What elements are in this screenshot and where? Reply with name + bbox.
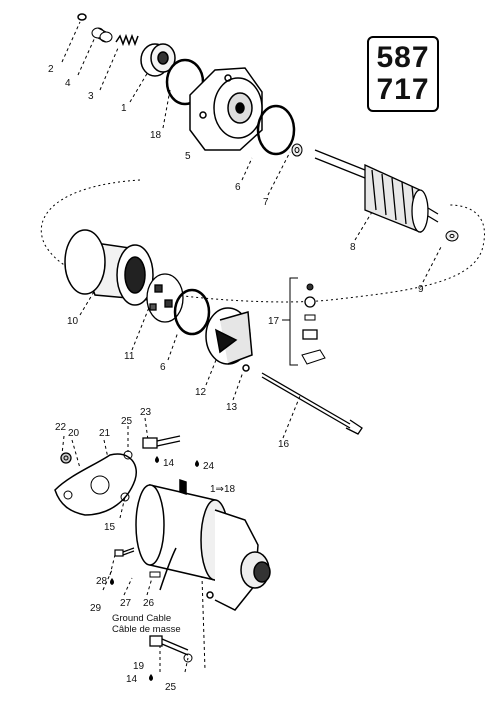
- callout-6-lower: 6: [160, 362, 166, 373]
- callout-25-upper: 25: [121, 416, 133, 427]
- starter-assembly: [135, 478, 271, 611]
- callout-12: 12: [195, 387, 207, 398]
- washer-25-lower: [183, 653, 193, 663]
- callout-22: 22: [55, 422, 67, 433]
- ground-cable-label-fr: Câble de masse: [112, 624, 181, 635]
- pinion-1: [140, 43, 176, 77]
- callout-18-ref: 1⇒18: [210, 484, 236, 495]
- bracket-hole-small: [63, 490, 73, 500]
- callout-13: 13: [226, 402, 238, 413]
- bolt-23: [142, 435, 181, 449]
- callout-27: 27: [120, 598, 132, 609]
- callout-4: 4: [65, 78, 71, 89]
- callout-5: 5: [185, 151, 191, 162]
- washer-9: [445, 230, 459, 242]
- callout-18: 18: [150, 130, 162, 141]
- model-number-587: 587: [376, 41, 430, 74]
- callout-17: 17: [268, 316, 280, 327]
- ring-13: [242, 364, 250, 372]
- retaining-ring-2: [77, 13, 87, 21]
- callout-15: 15: [104, 522, 116, 533]
- callout-11: 11: [124, 351, 135, 362]
- drive-housing-5: [189, 67, 263, 151]
- assembly-loop: [40, 179, 485, 303]
- callout-7: 7: [263, 197, 269, 208]
- bolt-19: [149, 635, 189, 656]
- terminal-26: [149, 571, 161, 578]
- bracket-hole: [90, 475, 110, 495]
- model-number-717: 717: [376, 73, 430, 106]
- loctite-drop-icons: [110, 456, 199, 681]
- sleeve-4: [91, 27, 113, 43]
- armature-8: [314, 149, 439, 233]
- callout-29: 29: [90, 603, 102, 614]
- callout-14-lower: 14: [126, 674, 138, 685]
- callout-9: 9: [418, 284, 424, 295]
- bracket-21: [54, 453, 137, 516]
- callout-8: 8: [350, 242, 356, 253]
- spring-3: [115, 33, 139, 47]
- callout-19: 19: [133, 661, 145, 672]
- callout-labels: 2 4 3 1 18 5 6 7 8 9 10 11 6 12 13 17 16…: [48, 64, 424, 693]
- callout-2: 2: [48, 64, 54, 75]
- ground-cable-label-en: Ground Cable: [112, 613, 171, 624]
- o-ring-6-lower: [173, 288, 211, 336]
- model-number-box: 587 717: [367, 36, 439, 112]
- callout-6-upper: 6: [235, 182, 241, 193]
- end-cap-12: [205, 307, 253, 365]
- callout-1: 1: [121, 103, 127, 114]
- callout-21: 21: [99, 428, 111, 439]
- callout-26: 26: [143, 598, 155, 609]
- nut-20: [60, 452, 72, 464]
- callout-24: 24: [203, 461, 215, 472]
- through-bolt-16: [261, 372, 363, 435]
- callout-10: 10: [67, 316, 79, 327]
- callout-25-lower: 25: [165, 682, 177, 693]
- washer-15: [120, 492, 130, 502]
- callout-16: 16: [278, 439, 290, 450]
- o-ring-6-upper: [256, 104, 296, 156]
- terminal-kit-17: [282, 277, 326, 366]
- bolt-28: [114, 547, 135, 557]
- washer-7: [291, 143, 303, 157]
- washer-25-upper: [123, 450, 133, 460]
- callout-23: 23: [140, 407, 152, 418]
- callout-14-upper: 14: [163, 458, 175, 469]
- callout-3: 3: [88, 91, 94, 102]
- callout-28: 28: [96, 576, 108, 587]
- housing-10: [64, 229, 154, 306]
- callout-20: 20: [68, 428, 80, 439]
